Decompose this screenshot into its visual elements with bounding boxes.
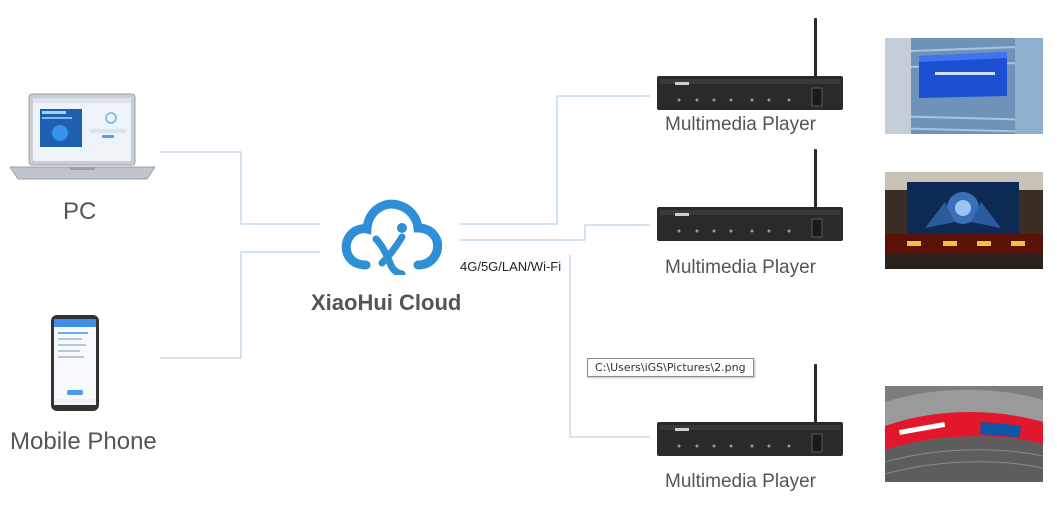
player-label: Multimedia Player <box>665 257 816 278</box>
player-label: Multimedia Player <box>665 114 816 135</box>
cloud-name: XiaoHui Cloud <box>311 290 462 315</box>
smartphone-icon <box>51 315 99 411</box>
pc-wire <box>160 151 320 225</box>
street-display-photo <box>885 172 1043 269</box>
network-label: 4G/5G/LAN/Wi-Fi <box>460 259 562 274</box>
player2-wire <box>460 224 650 241</box>
player1-wire <box>460 95 650 225</box>
media-player-icon <box>657 149 843 241</box>
antenna-icon <box>814 18 817 80</box>
curved-display-photo <box>885 386 1043 482</box>
media-player-icon <box>657 364 843 456</box>
player3-wire <box>569 255 650 438</box>
laptop-icon <box>10 93 155 180</box>
file-path-tooltip: C:\Users\iGS\Pictures\2.png <box>587 358 754 377</box>
antenna-icon <box>814 364 817 426</box>
phone-wire <box>160 251 320 359</box>
media-player-icon <box>657 18 843 110</box>
building-display-photo <box>885 38 1043 134</box>
antenna-icon <box>814 149 817 211</box>
pc-label: PC <box>63 198 97 225</box>
player-unit <box>657 362 843 463</box>
cloud-logo-icon <box>341 199 442 275</box>
mobile-phone-label: Mobile Phone <box>10 428 157 455</box>
player-unit <box>657 16 843 117</box>
player-label: Multimedia Player <box>665 471 816 492</box>
player-unit <box>657 147 843 248</box>
